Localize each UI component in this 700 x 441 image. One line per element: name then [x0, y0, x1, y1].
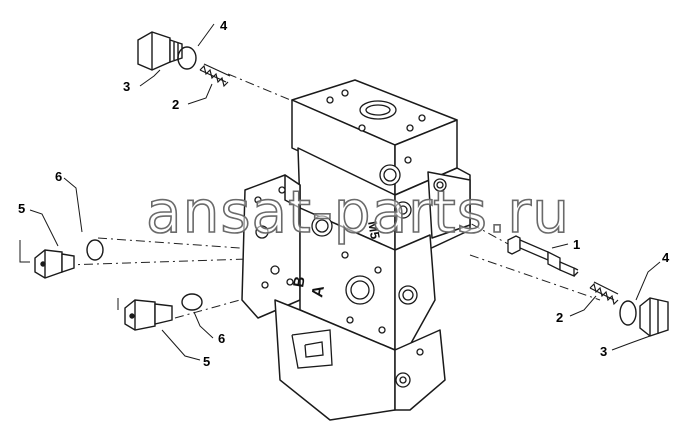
lower-left-oring	[181, 293, 203, 311]
upper-left-seal	[177, 46, 197, 70]
port-b-marking: B	[290, 275, 309, 289]
mount-code-marking: M5	[365, 220, 383, 240]
callout-brackets	[19, 240, 119, 310]
callout-6-lower-left: 6	[218, 331, 225, 346]
left-oring	[86, 239, 104, 261]
callout-5-lower-left: 5	[203, 354, 210, 369]
callout-5-left: 5	[18, 201, 25, 216]
right-seal	[619, 300, 637, 326]
callout-leaders	[29, 23, 661, 361]
callout-4-upper-left: 4	[220, 18, 228, 33]
block-ports	[254, 89, 447, 388]
callout-3-right: 3	[600, 344, 607, 359]
right-spring	[589, 281, 619, 306]
upper-left-plug	[137, 31, 183, 71]
lower-left-plug	[124, 299, 173, 331]
callout-3-upper-left: 3	[123, 79, 130, 94]
mounting-bracket	[291, 329, 333, 369]
port-a-marking: A	[309, 284, 328, 299]
callout-4-right: 4	[662, 250, 670, 265]
callout-6-left: 6	[55, 169, 62, 184]
upper-left-spring	[199, 63, 231, 88]
right-plug	[639, 297, 669, 337]
callout-2-upper-left: 2	[172, 97, 179, 112]
callout-1-right: 1	[573, 237, 580, 252]
right-spool	[507, 235, 579, 277]
valve-body	[241, 79, 471, 421]
callout-2-right: 2	[556, 310, 563, 325]
left-plug	[34, 249, 75, 279]
